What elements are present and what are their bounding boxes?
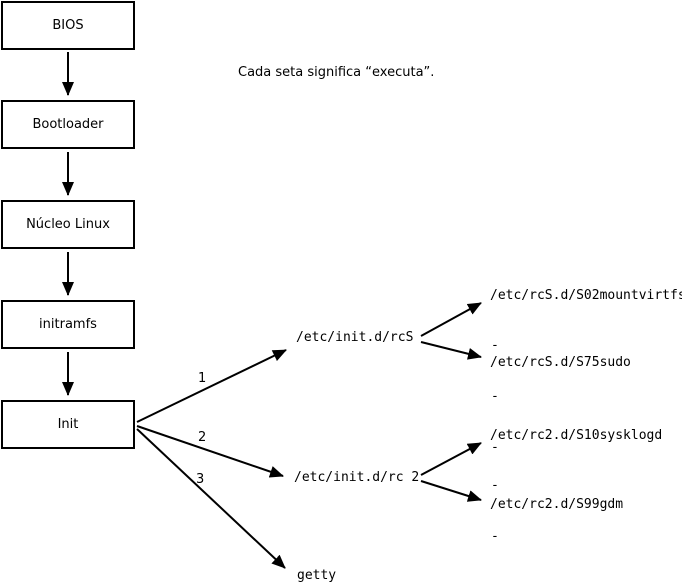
rcS-ellipsis-dash: - <box>491 338 499 353</box>
branch-number-3: 3 <box>196 472 205 487</box>
rcS-ellipsis: - - - <box>491 303 522 490</box>
label-getty: getty <box>297 568 337 583</box>
box-nucleo-linux-label: Núcleo Linux <box>26 217 110 232</box>
box-initramfs-label: initramfs <box>39 317 97 332</box>
label-rcS-last-script: /etc/rcS.d/S75sudo <box>490 355 631 370</box>
box-bootloader: Bootloader <box>1 100 135 149</box>
rcS-ellipsis-dash: - <box>491 440 499 455</box>
arrow-rc2-to-S99gdm <box>420 480 482 502</box>
box-init-label: Init <box>57 417 79 432</box>
rc2-ellipsis-dash: - <box>491 478 499 493</box>
box-init: Init <box>1 400 135 449</box>
box-bios: BIOS <box>1 1 135 50</box>
branch-number-2: 2 <box>198 430 207 445</box>
box-initramfs: initramfs <box>1 300 135 349</box>
rc2-ellipsis: - - - <box>491 443 522 583</box>
rc2-ellipsis-dash: - <box>491 529 499 544</box>
label-rc2-last-script: /etc/rc2.d/S99gdm <box>490 497 624 512</box>
note-arrow-meaning: Cada seta significa “executa”. <box>238 65 435 80</box>
box-bootloader-label: Bootloader <box>32 117 104 132</box>
arrow-init-to-getty <box>136 428 286 569</box>
rc2-ellipsis-dash: - <box>491 579 522 583</box>
arrow-init-to-rc2 <box>136 425 284 478</box>
rcS-ellipsis-dash: - <box>491 389 499 404</box>
box-bios-label: BIOS <box>52 18 84 33</box>
branch-number-1: 1 <box>198 371 207 386</box>
arrow-rcS-to-S75sudo <box>420 341 482 360</box>
arrow-init-to-rcS <box>136 349 287 423</box>
label-rcS-first-script: /etc/rcS.d/S02mountvirtfs <box>490 288 682 303</box>
label-rc2-first-script: /etc/rc2.d/S10sysklogd <box>490 428 663 443</box>
label-init-d-rc2: /etc/init.d/rc 2 <box>294 470 420 485</box>
label-init-d-rcS: /etc/init.d/rcS <box>296 330 414 345</box>
arrow-rc2-to-S10sysklogd <box>420 442 482 476</box>
arrow-rcS-to-S02mountvirtfs <box>420 302 482 337</box>
box-nucleo-linux: Núcleo Linux <box>1 200 135 249</box>
